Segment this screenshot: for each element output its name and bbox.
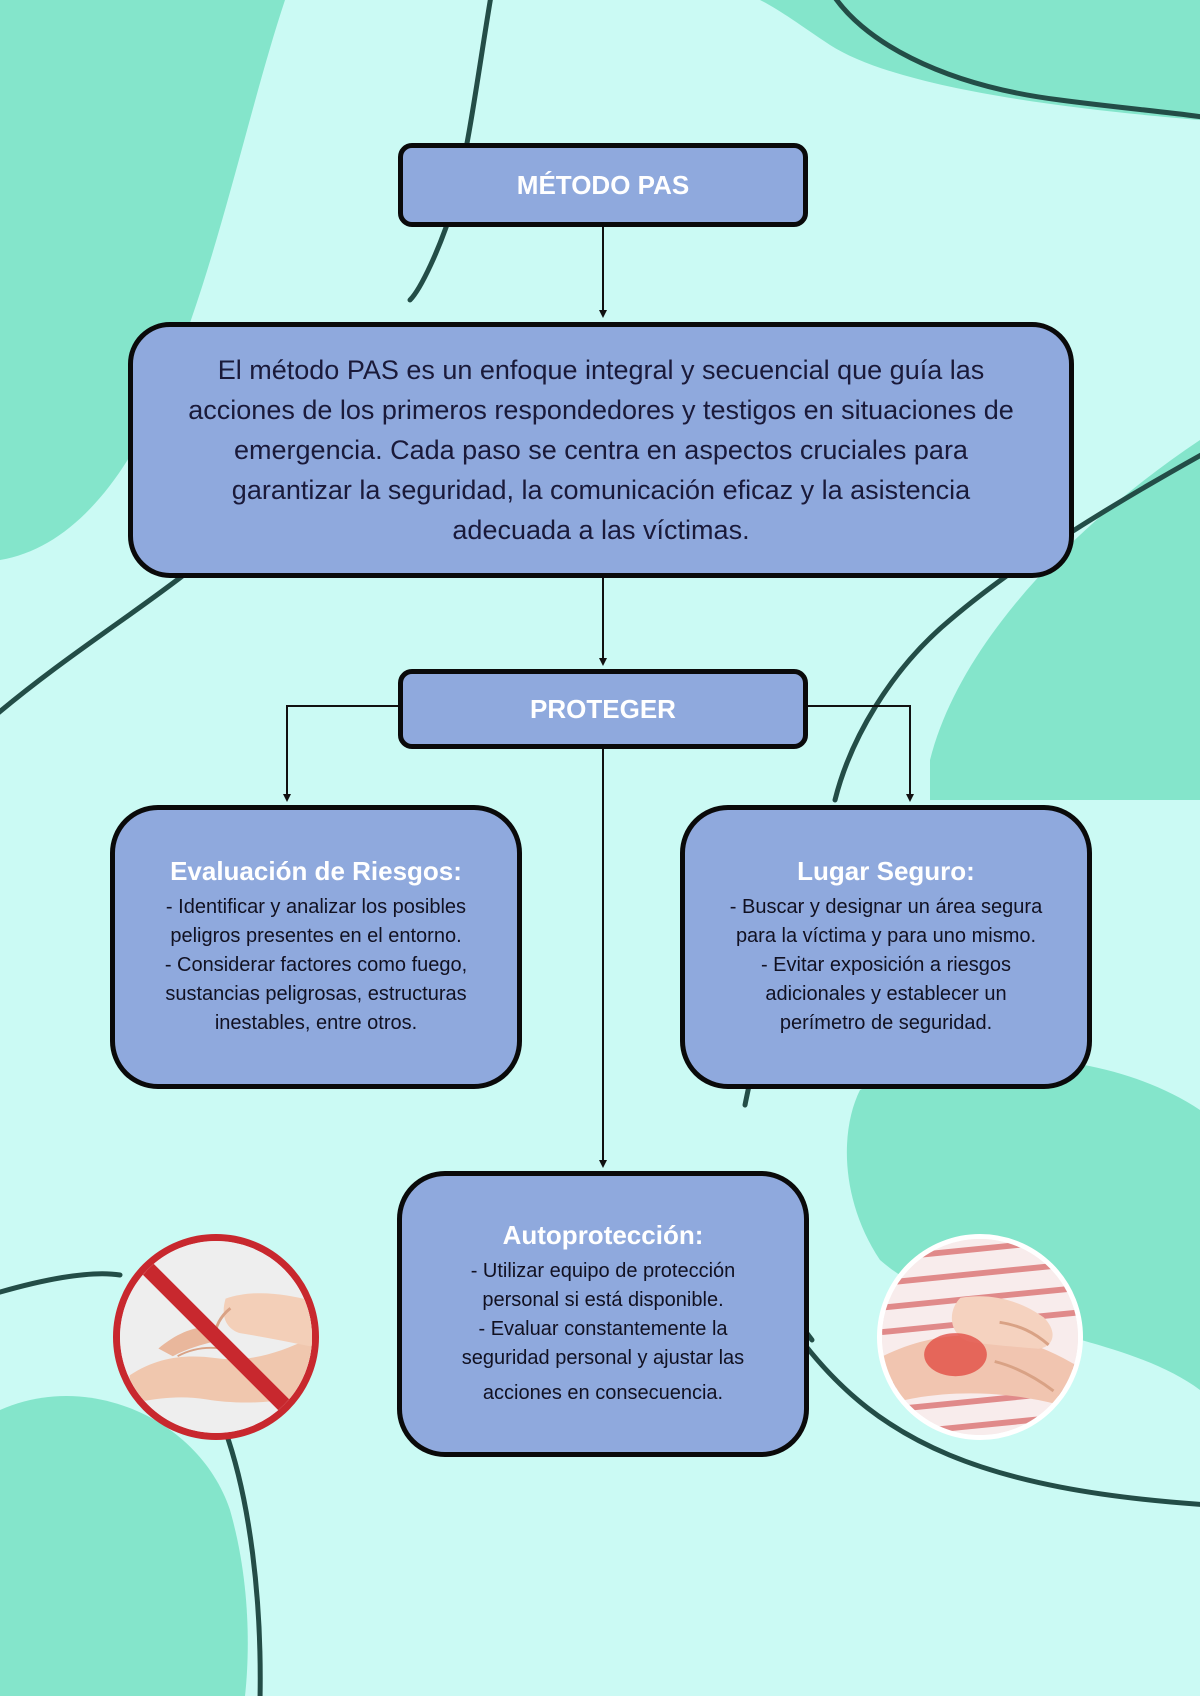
card-line: inestables, entre otros. [214,1012,418,1034]
safe-place-card: Lugar Seguro: - Buscar y designar un áre… [680,805,1092,1089]
step-label: PROTEGER [530,693,676,724]
card-line: personal si está disponible. [482,1289,724,1311]
card-line: adicionales y establecer un [765,983,1007,1005]
background-curve [832,452,1200,803]
background-blob [0,0,285,560]
card-line: - Buscar y designar un área segura [729,896,1043,918]
background-blob [0,1396,248,1696]
card-line: sustancias peligrosas, estructuras [165,983,467,1005]
diagram-title: MÉTODO PAS [516,169,690,200]
card-line: - Evitar exposición a riesgos [760,954,1012,976]
self-protection-card: Autoprotección: - Utilizar equipo de pro… [397,1171,809,1457]
red-painful-hand-image [877,1234,1083,1440]
background-curve [802,1342,1200,1507]
hand-illustration [120,1241,312,1433]
background-curve [833,0,1200,120]
description-box: El método PAS es un enfoque integral y s… [128,322,1074,578]
prohibition-slash [123,1244,309,1430]
background-curve [0,1271,123,1295]
card-line: peligros presentes en el entorno. [170,925,462,947]
background-blob [930,440,1200,800]
card-line: - Utilizar equipo de protección [470,1260,736,1282]
card-line: - Considerar factores como fuego, [164,954,468,976]
arrow-step-to-risk-card [283,705,398,802]
card-heading: Evaluación de Riesgos: [170,856,462,886]
card-line: - Identificar y analizar los posibles [165,896,467,918]
card-heading: Autoprotección: [502,1220,704,1250]
card-line: para la víctima y para uno mismo. [735,925,1037,947]
title-box: MÉTODO PAS [398,143,808,227]
step-box: PROTEGER [398,669,808,749]
arrow-step-to-safe-place-card [808,705,914,802]
hand-illustration [882,1239,1078,1435]
risk-assessment-card: Evaluación de Riesgos: - Identificar y a… [110,805,522,1089]
card-line: - Evaluar constantemente la [478,1318,728,1340]
card-line: acciones en consecuencia. [482,1382,724,1404]
no-touch-wrist-image [113,1234,319,1440]
background-curve [222,1427,263,1696]
card-line: perímetro de seguridad. [779,1012,993,1034]
description-text: El método PAS es un enfoque integral y s… [188,355,1014,545]
card-heading: Lugar Seguro: [797,856,975,886]
card-line: seguridad personal y ajustar las [461,1347,745,1369]
background-blob [846,1057,1200,1390]
